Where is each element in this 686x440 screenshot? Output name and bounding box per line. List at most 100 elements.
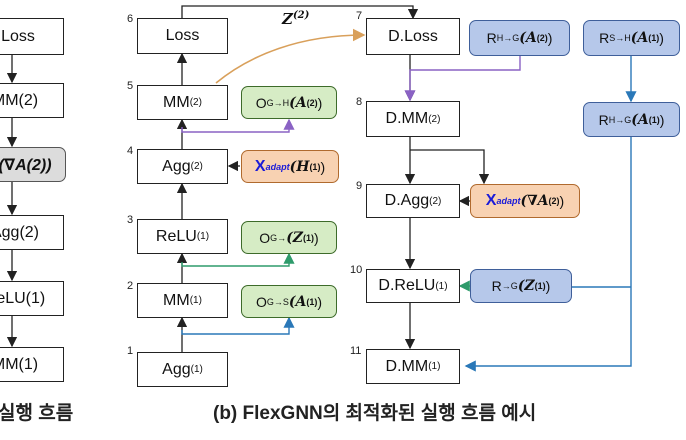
step-number-11: 11 — [350, 345, 362, 357]
agg1-to-ogs-arrow — [181, 316, 295, 335]
mm2-box: MM(2) — [137, 85, 228, 120]
r-hg-a2-arg: (A — [519, 30, 537, 46]
agg2-label: Agg — [162, 157, 191, 175]
left-grad-box: d (∇A(2)) — [0, 147, 66, 182]
r-hg-a1-base: R — [598, 111, 609, 128]
x-adapt-grad-sub: adapt — [496, 196, 521, 206]
mm2-sup: (2) — [189, 97, 202, 108]
left-loss-label: Loss — [1, 27, 35, 45]
o-g-sup: (1) — [303, 232, 315, 243]
r-sh-a1-sup: (1) — [648, 33, 660, 43]
left-agg2-label: Agg(2) — [0, 223, 40, 241]
r-sh-a1-sub: S→H — [609, 33, 631, 43]
x-adapt-grad-base: X — [485, 192, 497, 209]
left-mm2-box: MM(2) — [0, 83, 64, 118]
step-number-9: 9 — [356, 180, 363, 192]
r-g-z1-base: R — [491, 278, 502, 294]
drelu1-sup: (1) — [435, 280, 448, 292]
step-number-8: 8 — [356, 96, 363, 108]
dmm1-box: D.MM(1) — [366, 349, 460, 384]
left-relu1-box: ReLU(1) — [0, 281, 64, 316]
r-sh-a1-close: ) — [659, 30, 664, 46]
o-g-close: ) — [314, 229, 319, 246]
left-relu1-label: ReLU(1) — [0, 289, 46, 307]
drelu1-box: D.ReLU(1) — [366, 269, 460, 303]
r-hg-a1-sub: H→G — [608, 114, 632, 125]
r-g-z1-sup: (1) — [534, 281, 546, 291]
x-adapt-h-close: ) — [320, 158, 326, 175]
step-number-4: 4 — [127, 145, 134, 157]
dagg2-label: D.Agg — [384, 192, 430, 209]
step-number-5: 5 — [127, 80, 134, 92]
o-gs-arg: (A — [288, 293, 307, 310]
o-gh-sub: G→H — [266, 97, 290, 108]
dagg2-box: D.Agg(2) — [366, 184, 460, 218]
op-r-g-z1-box: R→G(Z(1)) — [470, 269, 572, 303]
dmm2-box: D.MM(2) — [366, 101, 460, 137]
r-g-z1-arg: (Z — [517, 278, 535, 294]
r-sh-a1-base: R — [599, 30, 610, 46]
o-g-sub: G→ — [270, 232, 287, 243]
mm1-label: MM — [163, 291, 190, 309]
dmm1-label: D.MM — [385, 357, 429, 375]
o-gh-close: ) — [317, 94, 323, 111]
rhg-a2-arrow — [404, 56, 521, 102]
r-hg-a2-close: ) — [547, 30, 553, 46]
x-adapt-h-base: X — [254, 157, 266, 175]
relu1-box: ReLU(1) — [137, 219, 228, 254]
z2-sup: (2) — [292, 10, 310, 21]
step-number-10: 10 — [350, 264, 363, 276]
dloss-label: D.Loss — [388, 27, 438, 45]
z2-base: Z — [282, 10, 293, 28]
left-loss-box: Loss — [0, 18, 64, 55]
mm2-label: MM — [163, 93, 190, 111]
dagg2-sup: (2) — [429, 195, 442, 207]
left-mm1-label: MM(1) — [0, 355, 39, 373]
dmm1-sup: (1) — [428, 361, 441, 372]
o-gh-sup: (2) — [306, 97, 318, 108]
agg2-sup: (2) — [190, 161, 203, 172]
rhg-a1-to-dmm1-arrow — [464, 137, 632, 372]
o-g-base: O — [259, 229, 271, 246]
r-sh-a1-arg: (A — [630, 30, 649, 46]
drelu1-label: D.ReLU — [378, 277, 436, 294]
x-adapt-grad-close: ) — [559, 193, 565, 209]
z2-label: Z(2) — [282, 10, 309, 28]
left-grad-label: d (∇A(2)) — [0, 156, 52, 174]
agg2-box: Agg(2) — [137, 149, 228, 184]
o-g-arg: (Z — [286, 229, 304, 246]
r-hg-a1-sup: (1) — [648, 114, 660, 125]
bwd-arrow-dmm2-xadapt — [410, 149, 490, 185]
mm1-box: MM(1) — [137, 283, 228, 318]
dmm2-sup: (2) — [428, 113, 441, 125]
left-mm1-box: MM(1) — [0, 347, 64, 382]
step-number-1: 1 — [127, 345, 134, 357]
agg1-sup: (1) — [190, 364, 203, 375]
x-adapt-grad-sup: (2) — [548, 196, 560, 206]
r-hg-a2-base: R — [486, 30, 497, 46]
step-number-3: 3 — [127, 214, 134, 226]
o-gh-base: O — [255, 94, 267, 111]
loss-to-dloss-arrow — [181, 5, 419, 20]
relu-to-og-arrow — [181, 252, 295, 267]
step-number-7: 7 — [356, 10, 363, 22]
r-hg-a1-close: ) — [659, 111, 665, 128]
r-hg-a1-arg: (A — [631, 111, 649, 128]
r-g-z1-close: ) — [545, 278, 551, 294]
agg1-box: Agg(1) — [137, 352, 228, 387]
o-gs-sub: G→S — [266, 296, 289, 307]
o-gs-sup: (1) — [306, 296, 318, 307]
mm1-sup: (1) — [189, 295, 202, 306]
z2-arc-arrow — [215, 28, 366, 84]
o-gs-base: O — [255, 293, 267, 310]
loss-box: Loss — [137, 18, 228, 54]
x-adapt-h-sup: (1) — [309, 161, 321, 172]
relu1-sup: (1) — [196, 231, 210, 242]
